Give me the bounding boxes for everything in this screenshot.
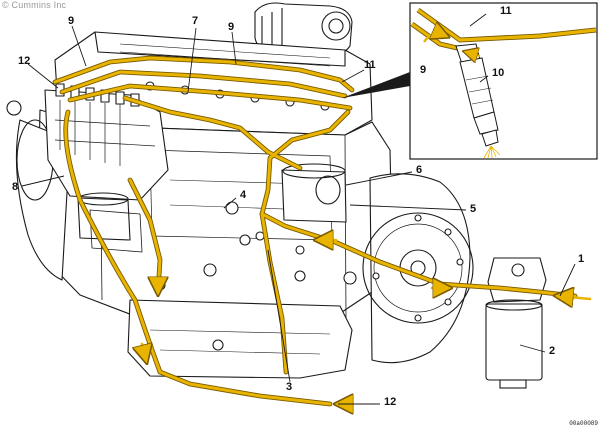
leader-11b <box>469 13 487 27</box>
leader-10 <box>479 75 489 83</box>
leader-lines <box>21 13 576 405</box>
leader-8 <box>21 175 65 187</box>
callout-12-bottom: 12 <box>384 396 397 408</box>
callout-11-inset: 11 <box>500 5 512 17</box>
leader-3 <box>267 249 291 383</box>
callout-2: 2 <box>549 345 556 357</box>
copyright-watermark: © Cummins Inc <box>2 0 67 10</box>
callout-5: 5 <box>470 203 477 215</box>
callout-9-left: 9 <box>68 15 75 27</box>
remote-fuel-filter <box>485 257 547 389</box>
figure-code: 00a00089 <box>569 420 598 427</box>
leader-1 <box>559 263 576 297</box>
callout-12-top: 12 <box>18 55 31 67</box>
callout-9-inset: 9 <box>420 64 427 76</box>
callout-8: 8 <box>12 181 19 193</box>
callout-3: 3 <box>286 381 293 393</box>
callout-4: 4 <box>240 189 247 201</box>
leader-6 <box>345 171 413 186</box>
flow-arrow-drain <box>142 344 146 360</box>
leader-9b <box>231 31 237 65</box>
leader-9a <box>71 25 87 67</box>
injector-inset <box>342 2 598 160</box>
callout-11-engine: 11 <box>364 59 376 71</box>
callout-6: 6 <box>416 164 423 176</box>
leader-7 <box>187 27 197 93</box>
leader-5 <box>349 204 467 211</box>
leader-4 <box>223 197 237 209</box>
callout-7: 7 <box>192 15 199 27</box>
fuel-lines <box>52 55 592 404</box>
leader-12a <box>27 63 59 89</box>
flow-arrow-inlet <box>558 296 592 299</box>
callout-9-center: 9 <box>228 21 235 33</box>
callout-10-inset: 10 <box>492 67 505 79</box>
engine-block <box>6 2 474 379</box>
leader-2 <box>519 344 546 353</box>
callout-1: 1 <box>578 253 585 265</box>
leader-11a <box>341 69 365 83</box>
